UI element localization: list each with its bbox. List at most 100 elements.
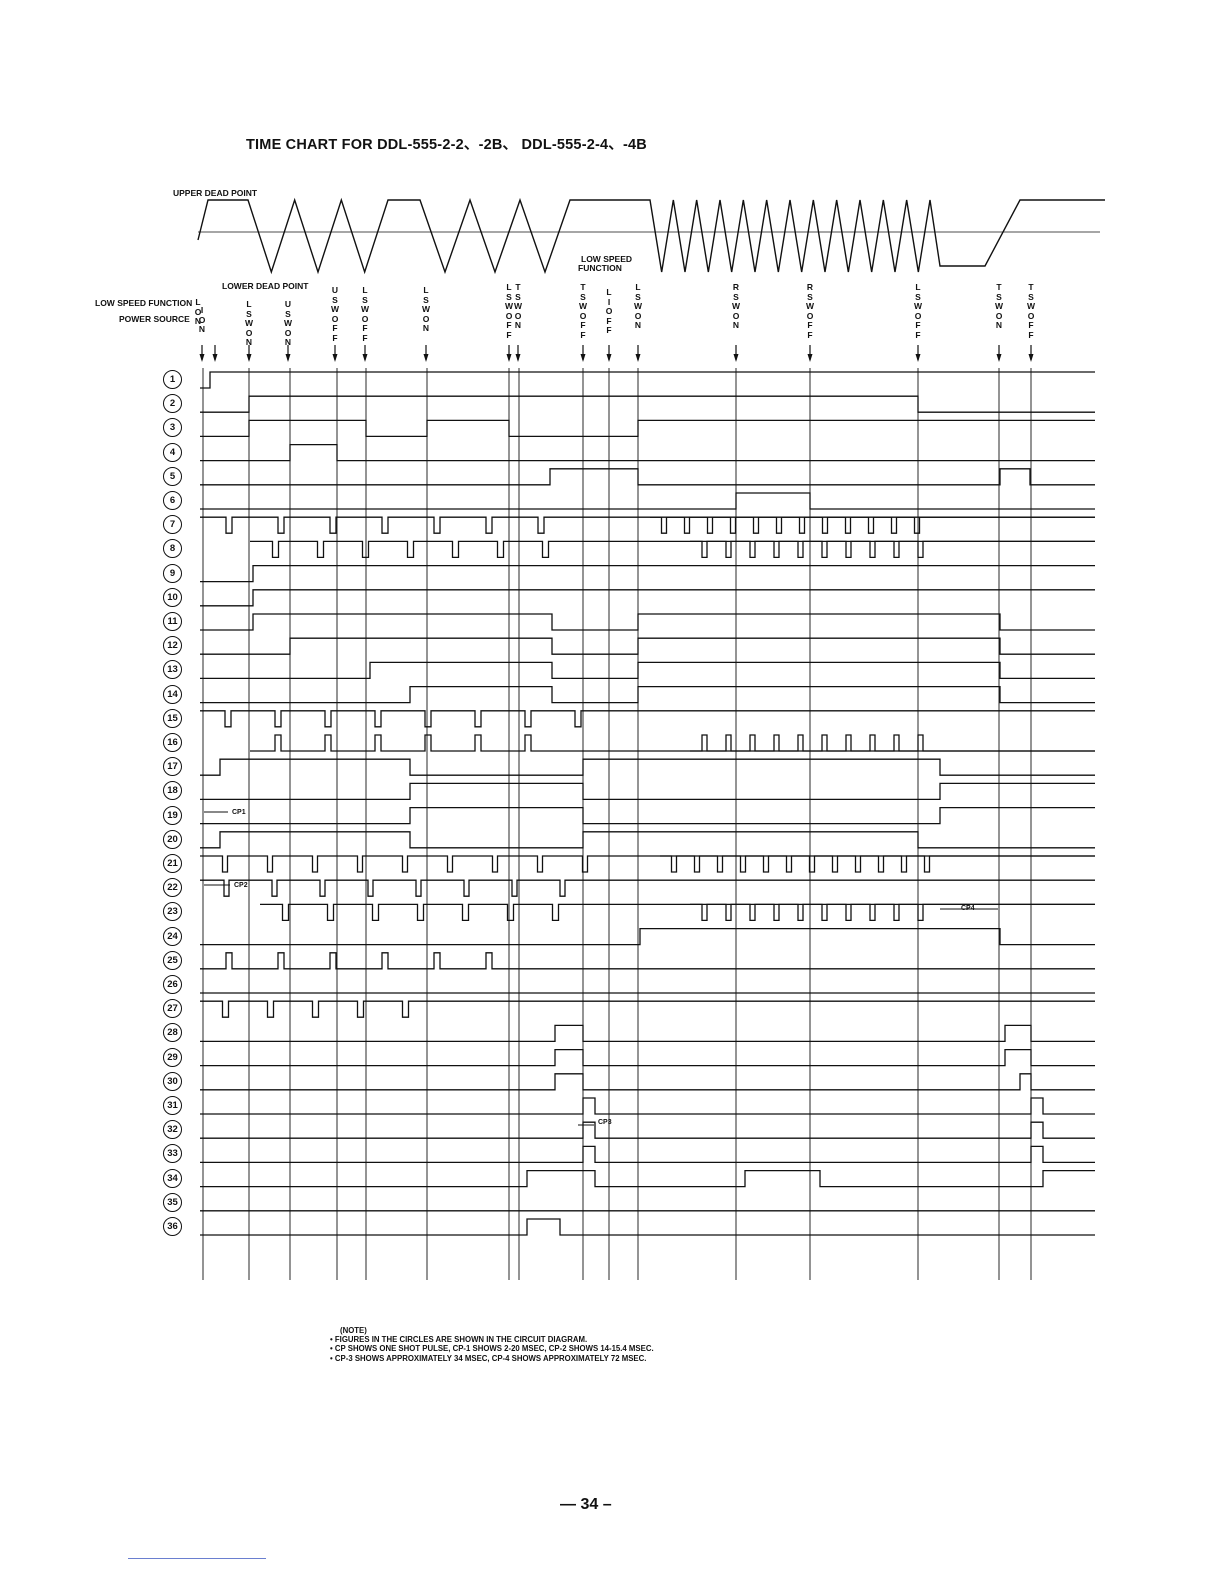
signal-6-trace xyxy=(200,492,1095,510)
event-label-4-char: S xyxy=(285,308,291,319)
signal-number-text: 27 xyxy=(167,1003,178,1015)
signal-number-text: 36 xyxy=(167,1221,178,1232)
event-label-14-char: F xyxy=(807,320,813,331)
event-label-8-char: S xyxy=(506,291,512,302)
event-label-16-char: S xyxy=(996,291,1002,302)
event-label-6-char: O xyxy=(361,313,369,324)
signal-number-2: 2 xyxy=(163,394,182,414)
signal-number-23: 23 xyxy=(163,902,182,922)
event-label-9-char: S xyxy=(515,291,521,302)
signal-number-text: 16 xyxy=(167,737,178,748)
event-label-10-char: F xyxy=(580,320,586,331)
signal-7b-trace xyxy=(650,516,1095,534)
signal-number-text: 1 xyxy=(169,374,176,385)
event-label-11-char: I xyxy=(607,296,611,307)
event-label-8-char: L xyxy=(506,282,512,292)
chart-title: TIME CHART FOR DDL-555-2-2、-2B、 DDL-555-… xyxy=(246,137,647,153)
low-speed-function-label-1: LOW SPEED xyxy=(581,254,633,264)
signal-number-text: 9 xyxy=(169,567,176,579)
signal-23b-trace xyxy=(690,903,1095,922)
event-label-14-char: S xyxy=(807,291,813,302)
signal-36-trace xyxy=(200,1218,1095,1236)
low-speed-function-row-label: LOW SPEED FUNCTION xyxy=(95,298,193,308)
signal-12-trace xyxy=(200,637,1095,655)
event-label-6-char: F xyxy=(362,323,368,334)
signal-8b-trace xyxy=(690,540,1095,559)
event-label-6-char: F xyxy=(362,332,368,343)
signal-number-25: 25 xyxy=(163,950,182,970)
event-label-3-char: O xyxy=(245,327,253,338)
event-label-14-char: R xyxy=(806,282,814,292)
event-arrow-head xyxy=(807,354,813,362)
signal-28-trace xyxy=(200,1024,1095,1043)
signal-number-text: 3 xyxy=(169,422,176,434)
event-arrow-head xyxy=(996,354,1002,362)
event-label-10-char: W xyxy=(578,301,588,312)
event-label-3-char: N xyxy=(245,337,253,348)
event-label-12-char: S xyxy=(635,291,641,302)
signal-number-16: 16 xyxy=(163,733,182,752)
event-label-7-char: O xyxy=(422,313,430,324)
event-label-15-char: F xyxy=(915,320,921,331)
event-label-14-char: O xyxy=(806,310,814,321)
event-label-10-char: S xyxy=(580,291,586,302)
signal-number-text: 5 xyxy=(169,470,176,482)
event-label-7-char: N xyxy=(422,323,430,334)
signal-number-34: 34 xyxy=(163,1168,182,1188)
signal-number-text: 19 xyxy=(167,809,178,821)
event-label-8-char: O xyxy=(505,310,513,321)
lower-dead-point-label: LOWER DEAD POINT xyxy=(222,281,309,291)
event-label-4-char: O xyxy=(284,327,292,338)
event-arrow-head xyxy=(199,354,205,362)
event-label-13-char: N xyxy=(732,320,740,331)
signal-number-30: 30 xyxy=(163,1071,182,1091)
event-label-13-char: S xyxy=(733,291,739,302)
signal-number-7: 7 xyxy=(163,515,182,535)
signal-number-text: 18 xyxy=(167,785,178,797)
signal-number-28: 28 xyxy=(163,1023,182,1043)
note-line-1: • FIGURES IN THE CIRCLES ARE SHOWN IN TH… xyxy=(330,1335,588,1345)
signal-number-text: 23 xyxy=(167,906,178,918)
event-arrow-head xyxy=(506,354,512,362)
signal-19-trace xyxy=(200,806,1095,825)
event-label-7-char: L xyxy=(423,285,429,295)
event-label-12-char: W xyxy=(633,301,643,312)
signal-number-19: 19 xyxy=(163,805,182,825)
signal-14-trace xyxy=(200,685,1095,704)
event-label-1-char: O xyxy=(194,306,202,317)
event-arrow-head xyxy=(915,354,921,362)
signal-number-text: 24 xyxy=(167,930,178,942)
signal-10-trace xyxy=(200,589,1095,607)
event-label-16-char: O xyxy=(995,310,1003,321)
event-label-5-char: O xyxy=(331,313,339,324)
signal-number-text: 34 xyxy=(167,1172,178,1184)
signal-number-33: 33 xyxy=(163,1144,182,1164)
event-label-10-char: O xyxy=(579,310,587,321)
event-arrow-head xyxy=(212,354,218,362)
signal-number-24: 24 xyxy=(163,926,182,946)
signal-number-text: 33 xyxy=(167,1148,178,1160)
signal-8-trace xyxy=(250,540,1095,559)
signal-32-trace xyxy=(200,1121,1095,1139)
event-arrow-head xyxy=(423,354,429,362)
event-label-15-char: F xyxy=(915,329,921,340)
event-arrow-head xyxy=(606,354,612,362)
event-label-11-char: O xyxy=(605,306,613,317)
event-label-16-char: N xyxy=(995,320,1003,331)
event-label-13-char: R xyxy=(732,282,740,292)
signal-2-trace xyxy=(200,395,1095,413)
signal-29-trace xyxy=(200,1048,1095,1067)
power-source-row-label: POWER SOURCE xyxy=(119,314,190,324)
cp3-label: CP3 xyxy=(598,1119,612,1126)
signal-number-14: 14 xyxy=(163,684,182,704)
signal-number-text: 29 xyxy=(167,1051,178,1063)
signal-number-31: 31 xyxy=(163,1096,182,1115)
